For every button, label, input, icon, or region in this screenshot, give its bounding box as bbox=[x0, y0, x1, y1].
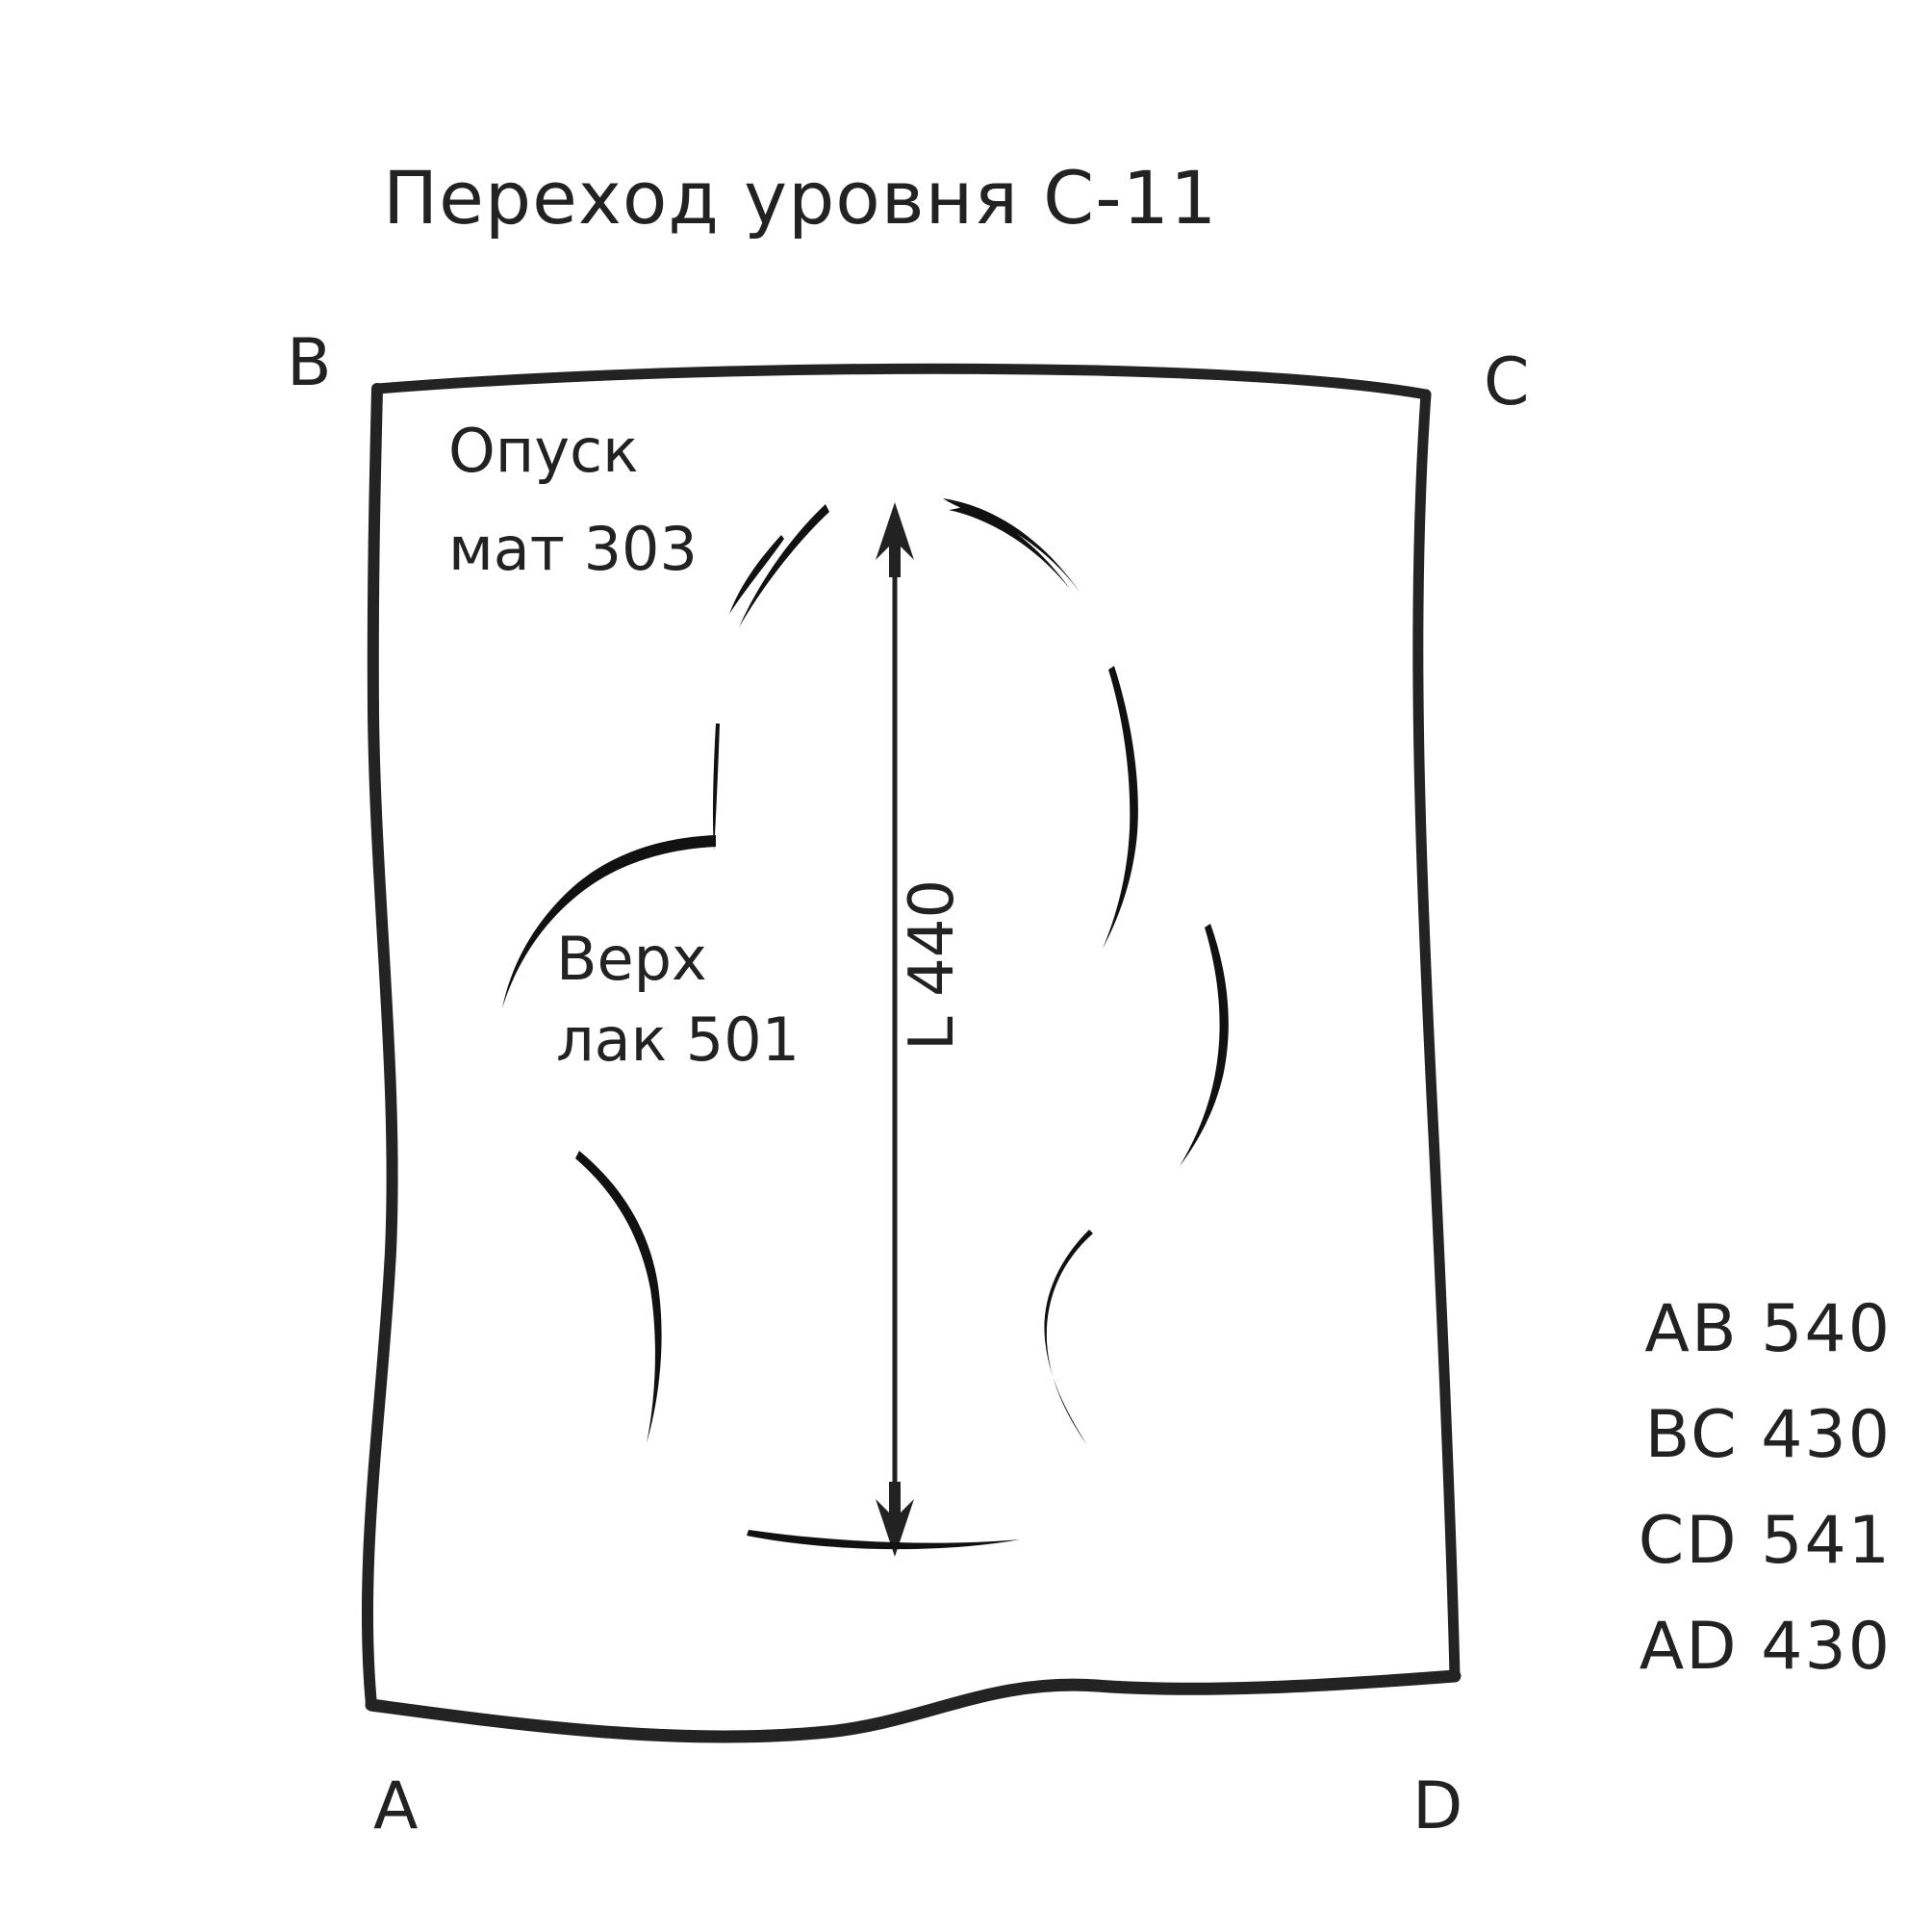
edge-ad-bottom bbox=[365, 1669, 1462, 1743]
squiggle-right-lower bbox=[1180, 924, 1229, 1166]
squiggle-upper-left-small bbox=[739, 504, 829, 627]
corner-label-d: D bbox=[1412, 1768, 1462, 1844]
dimension-row-cd: CD 541 bbox=[1639, 1503, 1892, 1579]
dimension-row-ad: AD 430 bbox=[1640, 1609, 1892, 1685]
annotation-upper-line1: Опуск bbox=[448, 416, 639, 486]
dimension-arrowhead-top bbox=[876, 502, 914, 577]
squiggle-left-hook bbox=[502, 835, 716, 1008]
dimension-label-vertical: L 440 bbox=[897, 879, 968, 1051]
leader-tick-upper bbox=[729, 535, 784, 614]
annotation-lower-line1: Верх bbox=[556, 924, 707, 994]
squiggle-right-upper bbox=[1103, 666, 1138, 949]
squiggle-upper-right-arc bbox=[945, 500, 1070, 589]
dimension-arrowhead-bottom bbox=[876, 1482, 914, 1557]
edge-bc-top bbox=[371, 363, 1432, 400]
edge-cd-right bbox=[1412, 389, 1461, 1682]
dimension-row-bc: BC 430 bbox=[1645, 1397, 1892, 1473]
corner-label-a: A bbox=[373, 1768, 419, 1844]
diagram-title: Переход уровня С-11 bbox=[383, 155, 1217, 241]
annotation-lower-line2: лак 501 bbox=[556, 1004, 800, 1075]
corner-label-b: B bbox=[287, 325, 332, 401]
squiggle-lower-right bbox=[1044, 1230, 1093, 1445]
edge-ab-left bbox=[361, 383, 398, 1711]
squiggle-left-tail bbox=[712, 724, 720, 851]
squiggle-lower-left bbox=[575, 1151, 662, 1443]
dimension-row-ab: AB 540 bbox=[1644, 1291, 1892, 1367]
annotation-upper-line2: мат 303 bbox=[448, 514, 698, 584]
corner-label-c: C bbox=[1484, 344, 1529, 420]
dimension-witness-line bbox=[747, 1530, 1020, 1550]
